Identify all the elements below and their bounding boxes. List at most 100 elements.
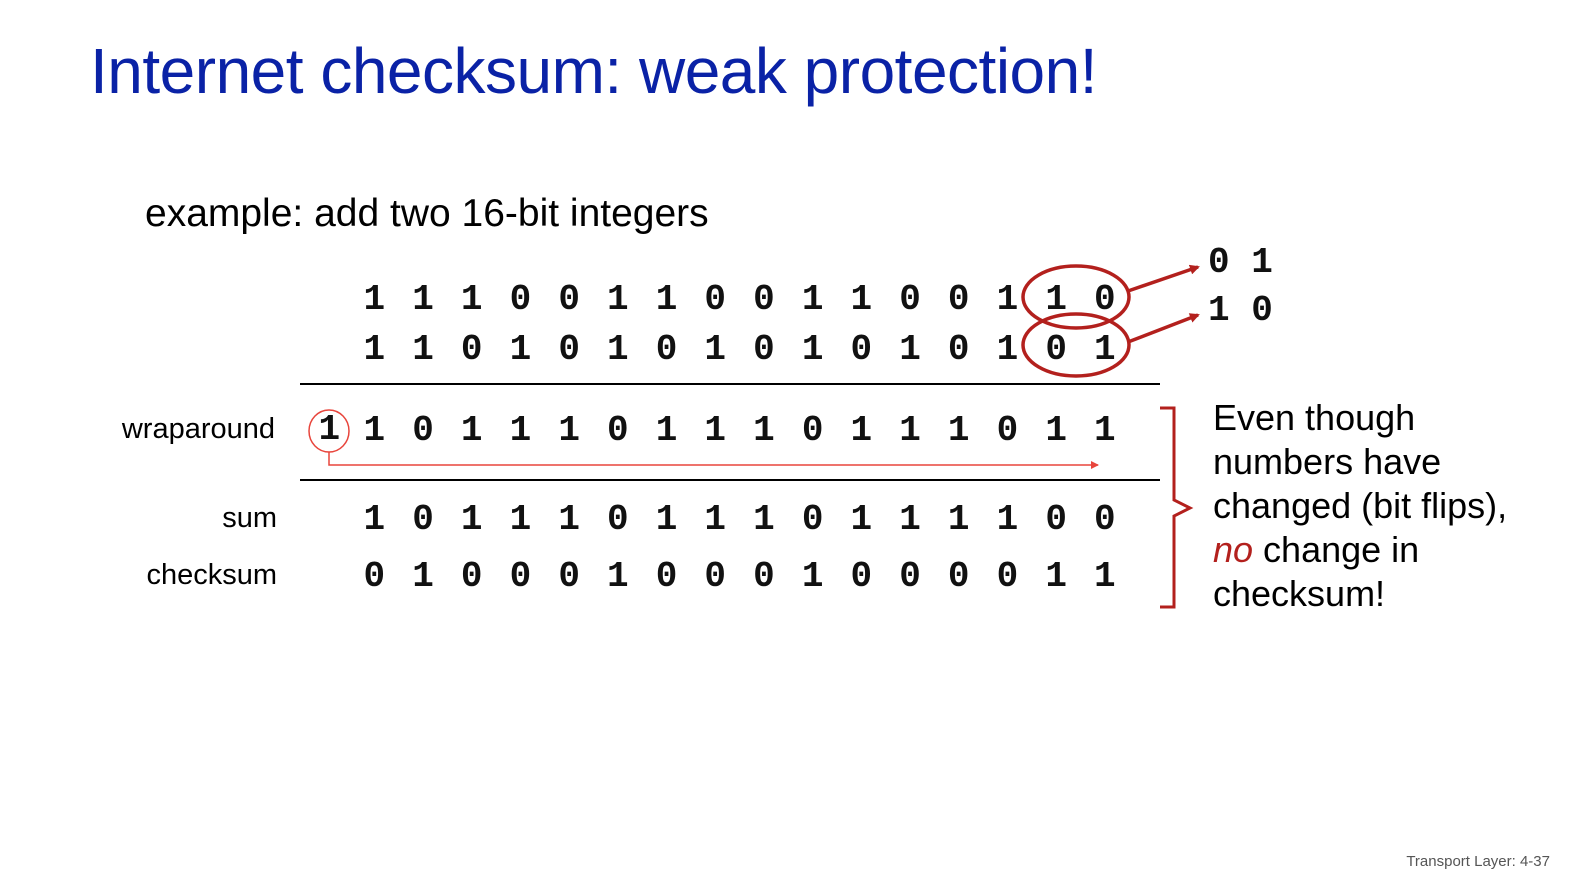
checksum-bit-10: 0 (850, 556, 873, 597)
wraparound-bit-13: 0 (996, 410, 1019, 451)
wraparound-bit-2: 1 (460, 410, 483, 451)
slide-title: Internet checksum: weak protection! (90, 35, 1098, 107)
checksum-bit-12: 0 (947, 556, 970, 597)
checksum-bit-15: 1 (1094, 556, 1116, 597)
b-bit-0: 1 (363, 329, 386, 370)
b-bit-6: 0 (655, 329, 678, 370)
example-subtitle: example: add two 16-bit integers (145, 192, 709, 235)
wraparound-bit-0: 1 (363, 410, 386, 451)
wraparound-bit-7: 1 (704, 410, 727, 451)
a-bit-9: 1 (801, 279, 824, 320)
note-text-before: Even though numbers have changed (bit fl… (1213, 397, 1508, 526)
a-bit-12: 0 (947, 279, 970, 320)
wraparound-bit-8: 1 (753, 410, 775, 451)
note-text-after: change in checksum! (1213, 529, 1420, 614)
a-bit-6: 1 (655, 279, 678, 320)
sum-bit-8: 1 (753, 499, 775, 540)
sum-bit-3: 1 (509, 499, 532, 540)
sum-bit-7: 1 (704, 499, 727, 540)
a-bit-10: 1 (850, 279, 873, 320)
checksum-bit-11: 0 (899, 556, 921, 597)
checksum-bit-6: 0 (655, 556, 678, 597)
wraparound-bit-14: 1 (1045, 410, 1067, 451)
sum-bit-0: 1 (363, 499, 386, 540)
flip-arrow-a (1127, 264, 1200, 293)
flipped-bits-b: 1 0 (1208, 290, 1273, 331)
sum-bit-2: 1 (460, 499, 483, 540)
b-bit-2: 0 (460, 329, 483, 370)
wraparound-bit-3: 1 (509, 410, 532, 451)
wraparound-bit-6: 1 (655, 410, 678, 451)
wraparound-bit-10: 1 (850, 410, 873, 451)
sum-bit-14: 0 (1045, 499, 1067, 540)
sum-bit-5: 0 (607, 499, 629, 540)
checksum-bit-13: 0 (996, 556, 1019, 597)
explanation-note: Even though numbers have changed (bit fl… (1213, 396, 1543, 616)
b-bit-11: 1 (899, 329, 921, 370)
wraparound-bit-12: 1 (947, 410, 970, 451)
wraparound-arrow (328, 452, 1099, 469)
b-bit-13: 1 (996, 329, 1019, 370)
checksum-bit-8: 0 (753, 556, 775, 597)
wraparound-bit-9: 0 (801, 410, 824, 451)
wraparound-bit-15: 1 (1094, 410, 1116, 451)
a-bit-1: 1 (412, 279, 434, 320)
checksum-bit-9: 1 (801, 556, 824, 597)
checksum-bit-3: 0 (509, 556, 532, 597)
b-bit-3: 1 (509, 329, 532, 370)
b-bit-9: 1 (801, 329, 824, 370)
note-emphasis: no (1213, 529, 1254, 570)
flipped-bits-a: 0 1 (1208, 242, 1273, 283)
b-bit-12: 0 (947, 329, 970, 370)
a-bit-15: 0 (1094, 279, 1116, 320)
b-bit-10: 0 (850, 329, 873, 370)
sum-bit-13: 1 (996, 499, 1019, 540)
sum-bit-15: 0 (1094, 499, 1116, 540)
sum-bit-6: 1 (655, 499, 678, 540)
checksum-bit-2: 0 (460, 556, 483, 597)
checksum-bit-0: 0 (363, 556, 386, 597)
b-bit-4: 0 (558, 329, 580, 370)
checksum-label: checksum (146, 559, 277, 591)
wraparound-bit-1: 0 (412, 410, 434, 451)
sum-bit-12: 1 (947, 499, 970, 540)
a-bit-2: 1 (460, 279, 483, 320)
checksum-bit-1: 1 (412, 556, 434, 597)
b-bit-5: 1 (607, 329, 629, 370)
b-bit-8: 0 (753, 329, 775, 370)
wraparound-bit-11: 1 (899, 410, 921, 451)
b-bit-7: 1 (704, 329, 727, 370)
a-bit-13: 1 (996, 279, 1019, 320)
sum-label: sum (222, 502, 277, 534)
checksum-bit-14: 1 (1045, 556, 1067, 597)
sum-bit-10: 1 (850, 499, 873, 540)
carry-bit: 1 (318, 409, 341, 450)
sum-bit-4: 1 (558, 499, 580, 540)
checksum-bit-7: 0 (704, 556, 727, 597)
a-bit-7: 0 (704, 279, 727, 320)
checksum-bit-4: 0 (558, 556, 580, 597)
a-bit-11: 0 (899, 279, 921, 320)
a-bit-8: 0 (753, 279, 775, 320)
b-bit-15: 1 (1094, 329, 1116, 370)
sum-bit-9: 0 (801, 499, 824, 540)
note-bracket (1160, 406, 1194, 609)
wraparound-label: wraparound (121, 413, 275, 445)
a-bit-14: 1 (1045, 279, 1067, 320)
sum-bit-11: 1 (899, 499, 921, 540)
a-bit-5: 1 (607, 279, 629, 320)
sum-bit-1: 0 (412, 499, 434, 540)
a-bit-4: 0 (558, 279, 580, 320)
slide-footer: Transport Layer: 4-37 (1406, 853, 1550, 870)
wraparound-bit-4: 1 (558, 410, 580, 451)
b-bit-14: 0 (1045, 329, 1067, 370)
checksum-bit-5: 1 (607, 556, 629, 597)
flip-arrow-b (1127, 313, 1200, 344)
wraparound-bit-5: 0 (607, 410, 629, 451)
